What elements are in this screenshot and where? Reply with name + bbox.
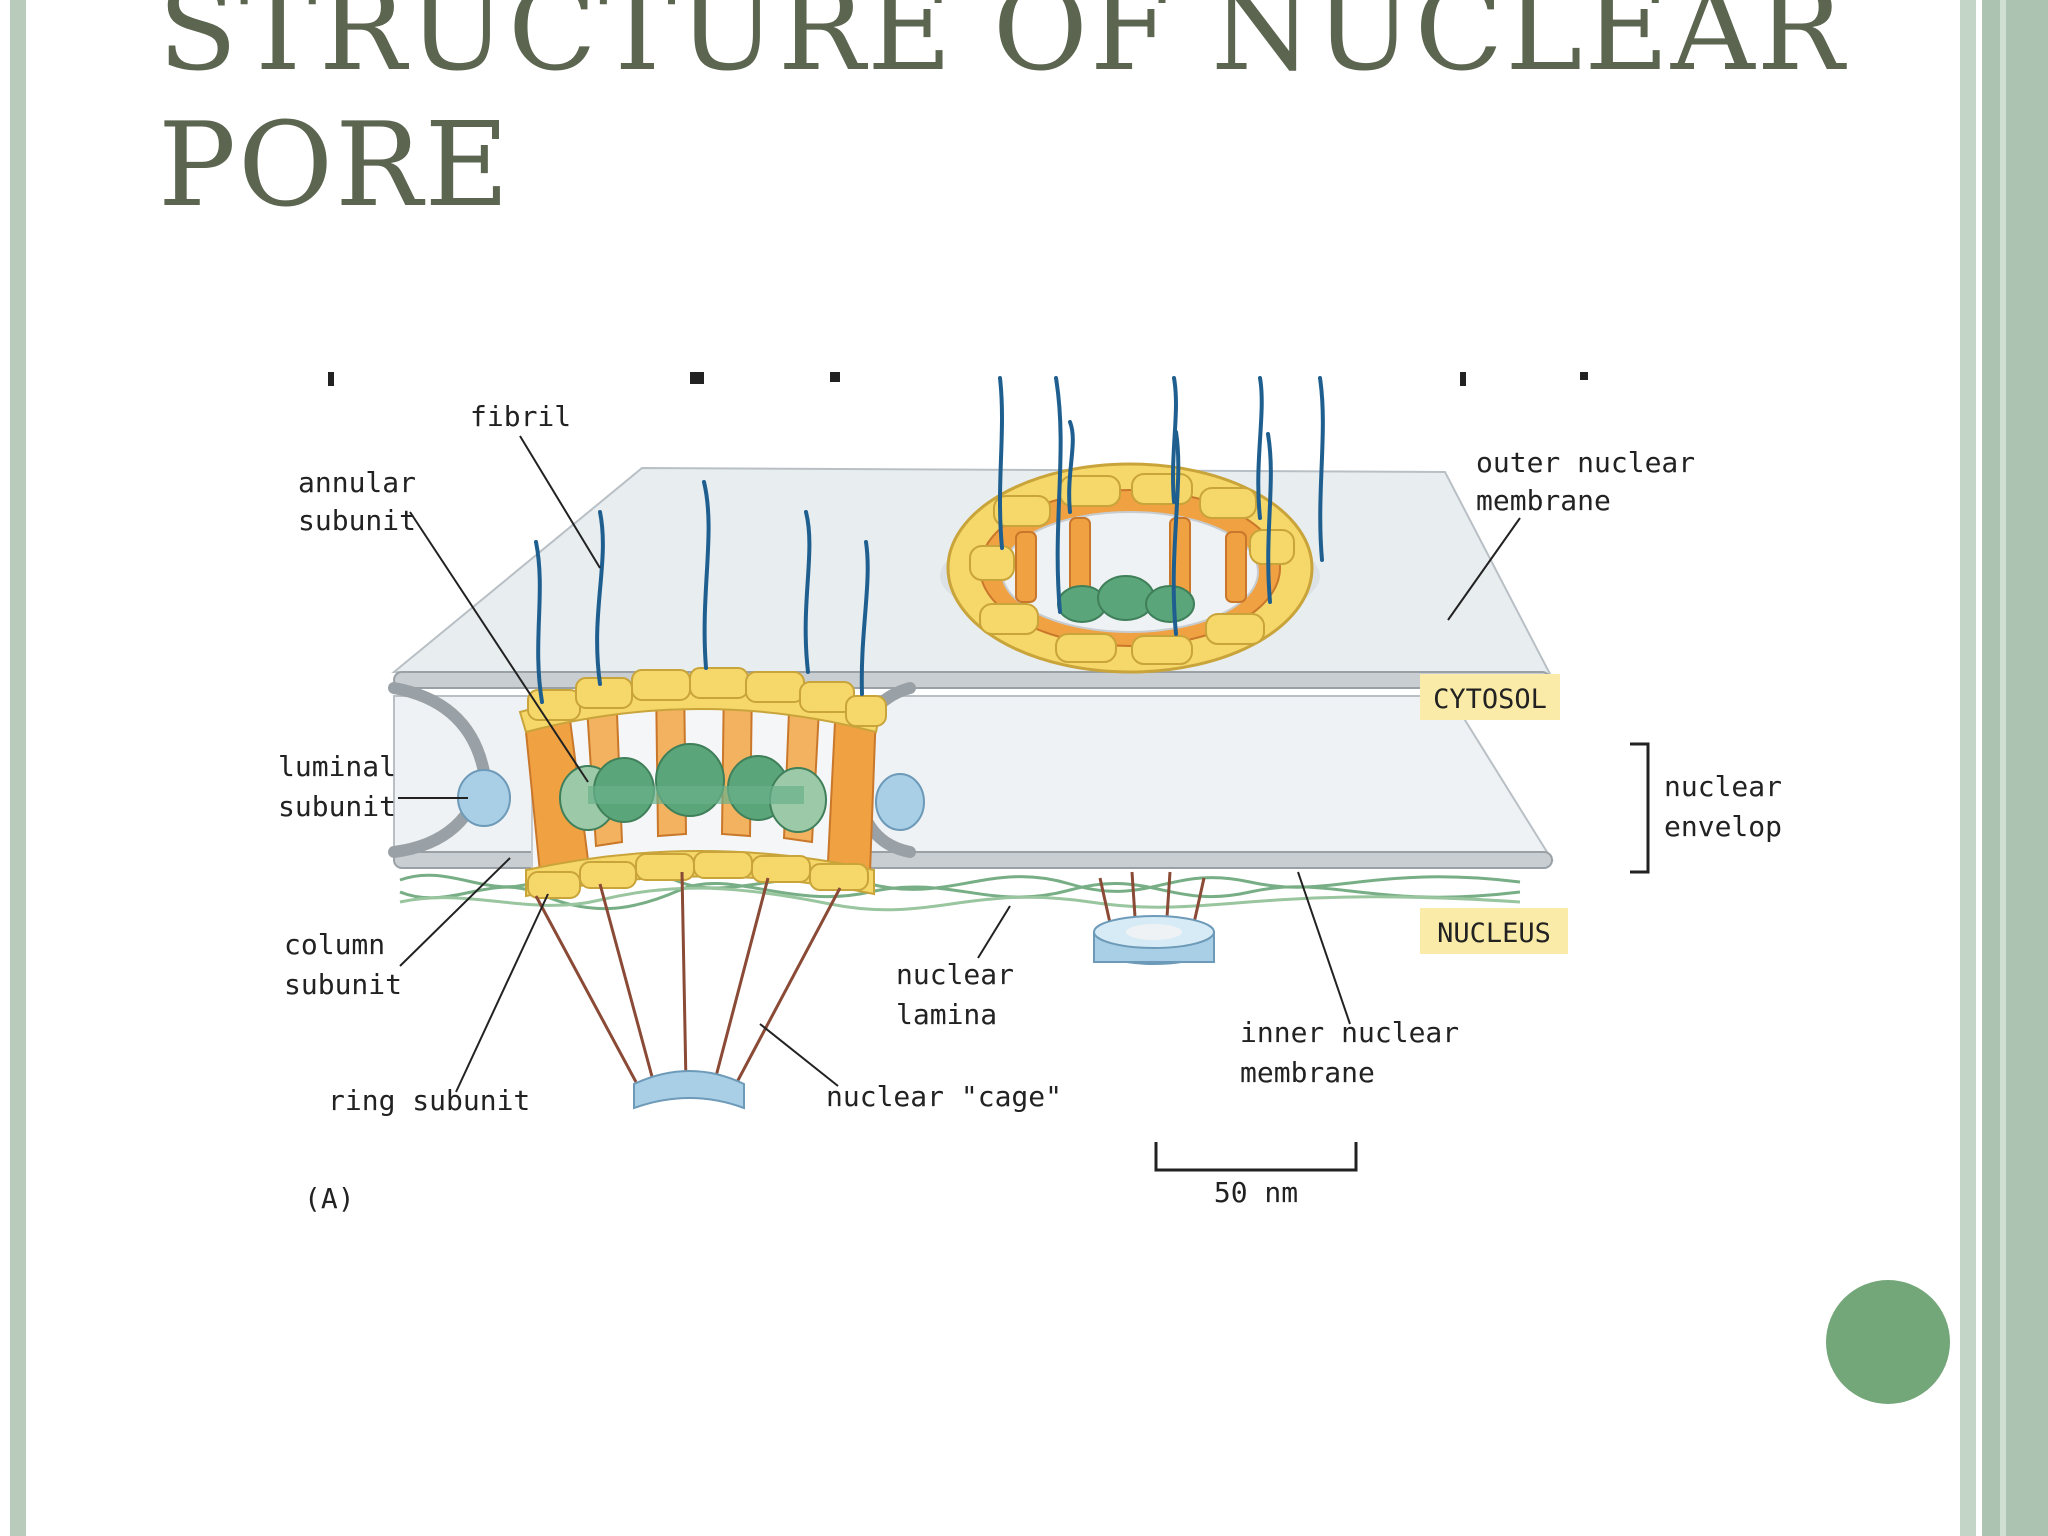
- slide-title: Structure of Nuclear Pore: [158, 0, 1847, 233]
- pore-complex-intact: [940, 462, 1320, 674]
- column-subunit-label-line2: subunit: [284, 968, 402, 1001]
- luminal-subunit-label-line1: luminal: [278, 750, 396, 783]
- slide-frame-right-outer: [1982, 0, 2048, 1536]
- nuclear-envelope-label-line2: envelop: [1664, 810, 1782, 843]
- envelope-bracket: [1630, 742, 1650, 874]
- cytoplasmic-fibrils-right: [998, 376, 1325, 636]
- fibril-label: fibril: [470, 400, 571, 433]
- outer-membrane-label-line2: membrane: [1476, 484, 1611, 517]
- slide-frame-left: [10, 0, 26, 1536]
- annular-subunit-label-line2: subunit: [298, 504, 416, 537]
- outer-membrane-edge: [393, 671, 1551, 689]
- inner-membrane-label-line1: inner nuclear: [1240, 1016, 1459, 1049]
- nuclear-cage: [534, 871, 842, 1085]
- cytosol-badge: [1420, 674, 1560, 720]
- slide-frame-right-inner: [1960, 0, 1976, 1536]
- panel-label: (A): [304, 1182, 355, 1212]
- nuclear-cage-ring: [633, 1070, 745, 1110]
- decorative-circle: [1826, 1280, 1950, 1404]
- cytosol-label: CYTOSOL: [1433, 684, 1547, 715]
- nucleus-label: NUCLEUS: [1437, 918, 1551, 949]
- luminal-subunit-right: [875, 773, 925, 831]
- column-subunit-label-line1: column: [284, 928, 385, 961]
- nucleus-badge: [1420, 908, 1568, 954]
- nuclear-pore-diagram: CYTOSOL NUCLEUS fibril annular subunit l…: [270, 372, 1790, 1212]
- inner-membrane-label-line2: membrane: [1240, 1056, 1375, 1089]
- luminal-subunit-label-line2: subunit: [278, 790, 396, 823]
- nuclear-envelope-label-line1: nuclear: [1664, 770, 1782, 803]
- leader-lines: [398, 435, 1521, 1093]
- pore-complex-cutaway: [518, 667, 887, 899]
- scale-bar: [1154, 1142, 1358, 1172]
- annular-subunit-label-line1: annular: [298, 466, 416, 499]
- nuclear-cage-label: nuclear "cage": [826, 1080, 1062, 1113]
- cropped-caption-fragments: [328, 372, 1588, 386]
- ring-subunit-label: ring subunit: [328, 1084, 530, 1117]
- cytoplasmic-fibrils-left: [534, 480, 870, 704]
- nuclear-lamina-label-line1: nuclear: [896, 958, 1014, 991]
- outer-membrane-label-line1: outer nuclear: [1476, 446, 1695, 479]
- nuclear-lamina-label-line2: lamina: [896, 998, 997, 1031]
- diagram-canvas: CYTOSOL NUCLEUS fibril annular subunit l…: [278, 372, 1782, 1212]
- scale-bar-label: 50 nm: [1214, 1176, 1298, 1209]
- nuclear-basket-right: [1093, 871, 1215, 965]
- annular-subunits: [559, 743, 827, 833]
